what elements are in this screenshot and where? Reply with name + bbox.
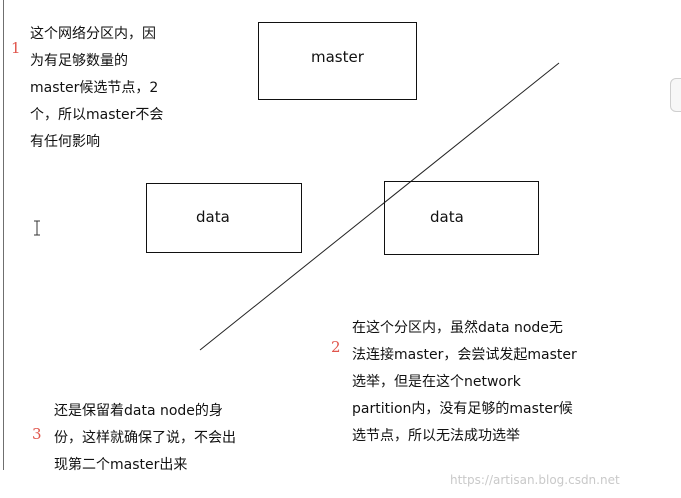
note-line: 法连接master，会尝试发起master bbox=[352, 347, 577, 363]
note-number-2: 2 bbox=[331, 338, 341, 356]
note-line: 为有足够数量的 bbox=[30, 53, 128, 69]
note-line: 还是保留着data node的身 bbox=[54, 403, 223, 419]
note-line: 有任何影响 bbox=[30, 134, 100, 150]
note-line: 选节点，所以无法成功选举 bbox=[352, 428, 520, 444]
note-line: 在这个分区内，虽然data node无 bbox=[352, 320, 563, 336]
data-node-box-left: data bbox=[146, 183, 302, 253]
note-line: 份，这样就确保了说，不会出 bbox=[54, 430, 236, 446]
note-3: 还是保留着data node的身 份，这样就确保了说，不会出 现第二个maste… bbox=[54, 398, 236, 479]
note-2: 在这个分区内，虽然data node无 法连接master，会尝试发起maste… bbox=[352, 315, 577, 450]
note-line: partition内，没有足够的master候 bbox=[352, 401, 573, 417]
master-node-box: master bbox=[258, 22, 417, 100]
data-node-label-left: data bbox=[196, 208, 230, 226]
note-1: 这个网络分区内，因 为有足够数量的 master候选节点，2 个，所以maste… bbox=[30, 21, 163, 156]
note-line: 选举，但是在这个network bbox=[352, 374, 521, 390]
data-node-box-right: data bbox=[384, 181, 539, 255]
note-line: master候选节点，2 bbox=[30, 80, 159, 96]
note-number-3: 3 bbox=[32, 425, 42, 443]
side-tab-handle[interactable] bbox=[670, 78, 681, 112]
data-node-label-right: data bbox=[430, 208, 464, 226]
note-line: 这个网络分区内，因 bbox=[30, 26, 156, 42]
note-line: 个，所以master不会 bbox=[30, 107, 164, 123]
note-number-1: 1 bbox=[11, 39, 21, 57]
watermark: https://artisan.blog.csdn.net bbox=[450, 473, 620, 487]
note-line: 现第二个master出来 bbox=[54, 457, 188, 473]
master-node-label: master bbox=[311, 48, 364, 66]
text-cursor-icon bbox=[34, 220, 40, 236]
left-border bbox=[3, 0, 4, 470]
network-partition-line bbox=[199, 62, 560, 351]
